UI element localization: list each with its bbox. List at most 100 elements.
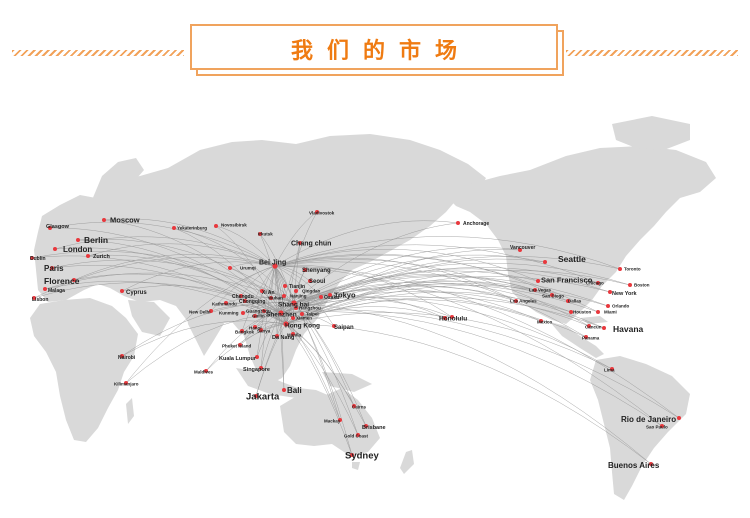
city-marker-saipan (332, 324, 336, 328)
city-label-jakarta: Jakarta (246, 391, 280, 402)
city-label-panama: Panama (582, 336, 600, 341)
city-label-houston: Houston (573, 310, 591, 315)
route-line (274, 254, 599, 313)
route-line (31, 251, 295, 304)
route-line (260, 312, 282, 369)
city-marker-anchorage (456, 221, 460, 225)
city-marker-phuket-island (238, 343, 242, 347)
indonesia (236, 368, 330, 402)
city-marker-yekaterinburg (172, 226, 176, 230)
city-marker-lisbon (32, 296, 36, 300)
city-label-guilin: Guilin (252, 314, 265, 319)
route-line (285, 312, 613, 370)
route-line (241, 312, 282, 332)
city-label-hangzhou: Hangzhou (299, 306, 321, 311)
central-america (550, 322, 604, 358)
city-marker-urumqi (228, 266, 232, 270)
city-marker-guilin (253, 314, 257, 318)
city-marker-sanya (259, 328, 263, 332)
route-line (293, 302, 652, 465)
city-marker-nairobi (120, 354, 124, 358)
city-label-seoul: Seoul (309, 279, 326, 285)
city-marker-kuala-lumpur (255, 355, 259, 359)
route-line (293, 268, 611, 304)
route-line (274, 220, 459, 267)
city-label-phuket-island: Phuket Island (222, 344, 252, 349)
city-label-dublin: Dublin (30, 256, 46, 262)
route-line (285, 306, 446, 325)
city-marker-bali (282, 388, 286, 392)
decorative-stripe-right (566, 50, 738, 56)
city-marker-paris (50, 266, 54, 270)
cuba (580, 316, 608, 324)
city-label-nairobi: Nairobi (118, 355, 136, 361)
city-markers (30, 210, 681, 466)
city-label-bali: Bali (287, 386, 302, 395)
city-label-los-angeles: Los Angeles (510, 299, 537, 304)
tasmania (352, 462, 360, 470)
city-label-bei-jing: Bei Jing (259, 259, 286, 266)
city-marker-da-nang (275, 334, 279, 338)
route-line (225, 302, 287, 325)
city-marker-buenos-aires (649, 462, 653, 466)
route-line (285, 258, 546, 325)
city-marker-bei-jing (272, 263, 278, 269)
route-line (33, 282, 282, 314)
city-marker-seoul (308, 279, 312, 283)
city-label-qingdao: Qingdao (302, 289, 320, 294)
city-marker-florence (72, 278, 76, 282)
new-zealand (400, 450, 414, 474)
city-label-bangkok: Bangkok (235, 330, 255, 335)
city-marker-tianjin (283, 284, 287, 288)
city-label-vancouver: Vancouver (510, 245, 535, 251)
eurasia-landmass (34, 134, 486, 384)
city-label-maldives: Maldives (194, 370, 214, 375)
city-marker-osaka (319, 295, 323, 299)
route-line (51, 265, 287, 325)
city-label-sao-paulo: Sao Paulo (646, 425, 668, 430)
route-line (254, 265, 276, 317)
south-america (590, 356, 690, 500)
city-marker-lima (610, 367, 614, 371)
city-marker-miami (596, 310, 600, 314)
city-label-cairns: Cairns (352, 405, 367, 410)
route-line (280, 291, 590, 327)
city-label-glasgow: Glasgow (46, 224, 70, 230)
route-line (280, 211, 318, 314)
route-line (259, 233, 295, 304)
city-label-berlin: Berlin (84, 235, 108, 245)
route-line (285, 249, 521, 325)
route-line (293, 276, 609, 307)
route-line (241, 265, 276, 332)
city-label-xi-an: Xi An (262, 290, 275, 296)
city-marker-cyprus (120, 289, 124, 293)
city-marker-mackay (338, 418, 342, 422)
new-guinea (322, 372, 372, 392)
city-label-lima: Lima (604, 368, 615, 373)
city-marker-sydney (350, 453, 354, 457)
city-marker-glasgow (48, 226, 52, 230)
city-marker-hanoi (253, 325, 257, 329)
city-label-tianjin: Tianjin (289, 284, 305, 290)
madagascar (126, 398, 134, 424)
city-marker-jakarta (254, 394, 258, 398)
city-label-dallas: Dallas (568, 299, 582, 304)
city-label-kathmandu: Kathmandu (212, 302, 237, 307)
route-line (280, 222, 459, 314)
route-line (125, 312, 282, 384)
route-line (274, 244, 599, 284)
route-line (33, 256, 276, 299)
city-marker-berlin (76, 238, 80, 242)
city-marker-manila (291, 332, 295, 336)
city-label-shang-hai: Shang hai (278, 301, 309, 308)
city-label-manila: Manila (287, 333, 302, 338)
city-label-urumqi: Urumqi (240, 266, 256, 271)
route-line (229, 262, 276, 269)
city-marker-panama (584, 335, 588, 339)
city-marker-malaga (43, 287, 47, 291)
city-label-san-diego: San Diego (542, 294, 564, 299)
city-label-novosibirsk: Novosibirsk (221, 223, 247, 228)
city-label-da-nang: Da Nang (272, 335, 294, 341)
